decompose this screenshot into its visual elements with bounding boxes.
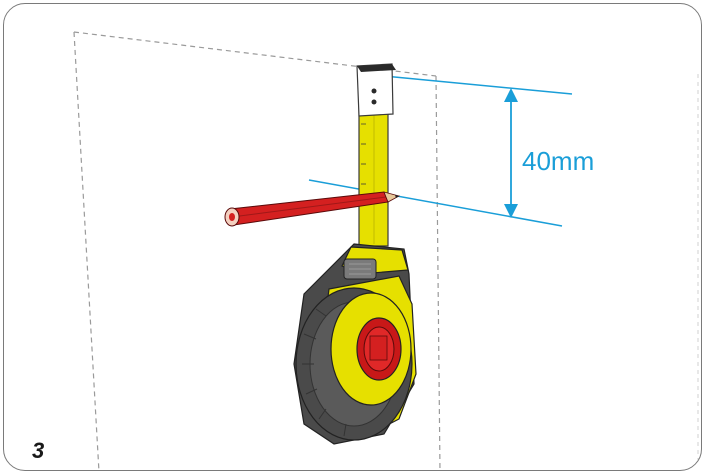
tape-measure-icon: [293, 243, 417, 445]
dimension-label: 40mm: [522, 146, 594, 176]
pencil-icon: [224, 191, 401, 227]
measure-guides: [308, 75, 573, 227]
instruction-panel: 40mm: [3, 3, 702, 471]
double-arrow-icon: [504, 88, 518, 218]
bottom-guide-line: [308, 179, 563, 227]
top-guide-line: [383, 75, 573, 95]
step-number: 3: [32, 438, 45, 463]
wall-outline: [73, 31, 441, 470]
illustration: 40mm: [73, 31, 699, 470]
tape-blade: [356, 63, 396, 247]
